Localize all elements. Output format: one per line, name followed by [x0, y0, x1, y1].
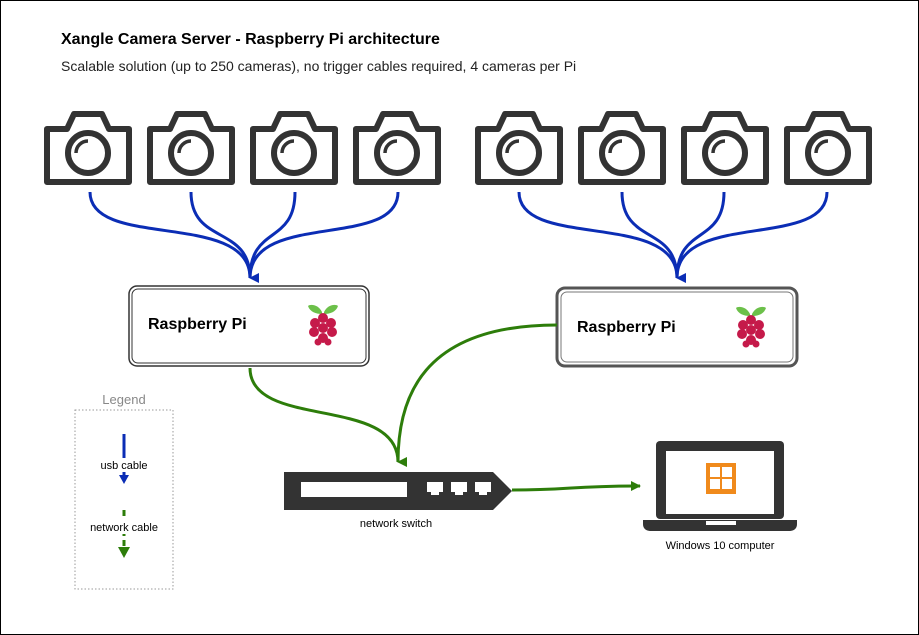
legend-title: Legend: [102, 392, 145, 407]
usb-cables-left: [88, 191, 400, 284]
pi-label: Raspberry Pi: [148, 316, 247, 333]
camera-icon: [47, 114, 129, 182]
legend-network-label: network cable: [90, 522, 158, 534]
camera-icon: [684, 114, 766, 182]
camera-group-right: [478, 114, 869, 182]
camera-icon: [478, 114, 560, 182]
raspberry-pi-node-left: Raspberry Pi: [128, 285, 370, 367]
pi-label: Raspberry Pi: [577, 319, 676, 336]
usb-cables-right: [517, 191, 829, 284]
camera-group-left: [47, 114, 438, 182]
diagram-title: Xangle Camera Server - Raspberry Pi arch…: [61, 31, 440, 48]
camera-icon: [787, 114, 869, 182]
computer-label: Windows 10 computer: [666, 540, 775, 552]
legend: Legend usb cable network cable: [74, 392, 174, 590]
legend-usb-label: usb cable: [100, 460, 147, 472]
camera-icon: [253, 114, 335, 182]
raspberry-pi-node-right: Raspberry Pi: [555, 286, 799, 368]
camera-icon: [356, 114, 438, 182]
network-switch-icon: [284, 472, 512, 510]
network-cables: [248, 323, 642, 492]
diagram-subtitle: Scalable solution (up to 250 cameras), n…: [61, 58, 577, 74]
laptop-windows-icon: [643, 441, 797, 531]
switch-label: network switch: [360, 518, 432, 530]
camera-icon: [581, 114, 663, 182]
camera-icon: [150, 114, 232, 182]
